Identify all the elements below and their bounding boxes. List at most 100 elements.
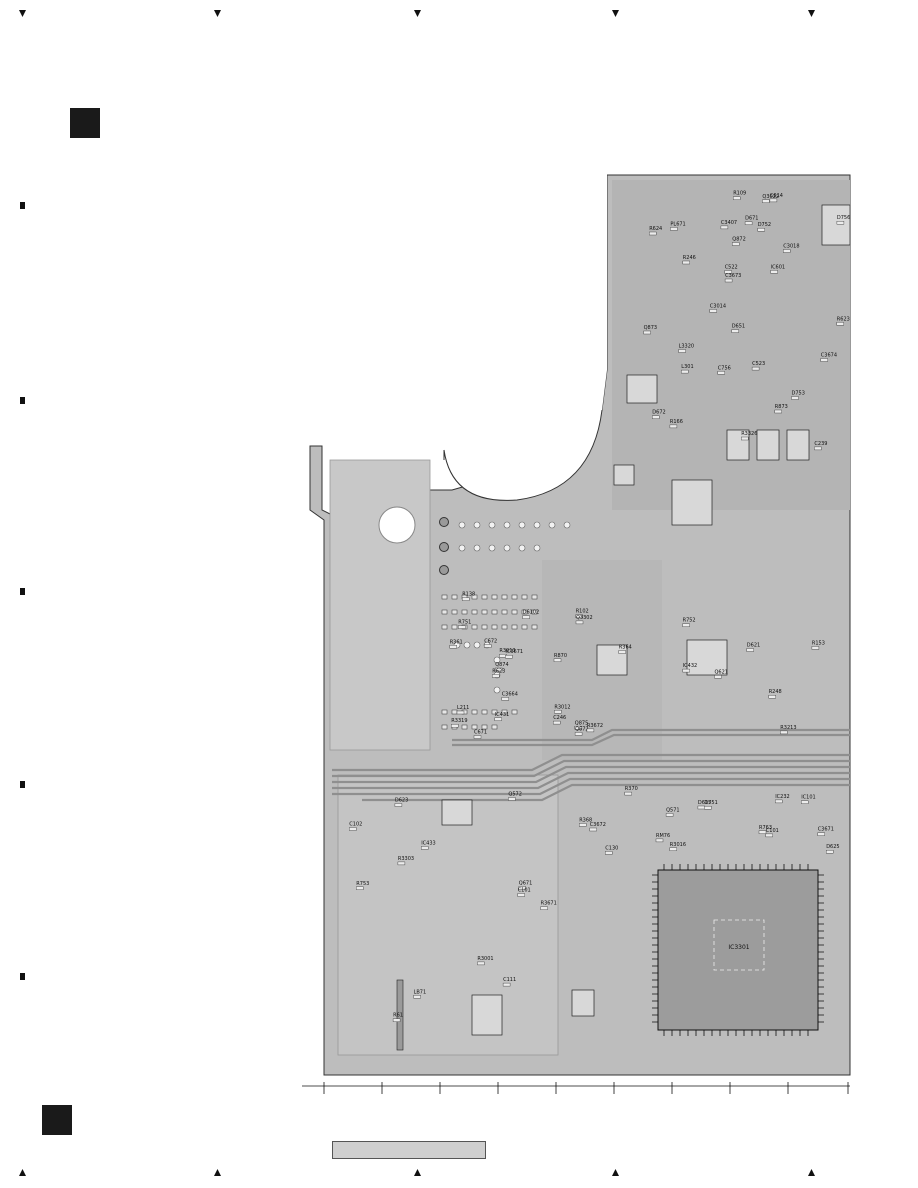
component-pad <box>575 620 584 625</box>
top-tick-2 <box>214 10 221 17</box>
component-pad <box>681 369 689 374</box>
component-label: R3671 <box>541 901 557 907</box>
component-label: R61 <box>393 1013 403 1019</box>
component-pad <box>618 650 626 654</box>
component-label: R3012 <box>554 704 570 710</box>
component-pad <box>649 231 657 236</box>
component-pad <box>768 695 776 699</box>
component-label: C111 <box>503 977 516 983</box>
board-cutout <box>444 170 607 501</box>
component-pad <box>720 225 729 230</box>
component-label: D651 <box>732 324 745 330</box>
component-label: IC432 <box>683 663 698 669</box>
frame-marker-b <box>20 397 25 404</box>
component-label: R361 <box>450 639 463 645</box>
component-label: R364 <box>619 645 632 651</box>
component-pad <box>575 614 583 618</box>
component-label: R3016 <box>670 842 686 848</box>
via-row <box>453 521 571 694</box>
component-label: C3673 <box>725 273 741 279</box>
component-pad <box>717 371 725 375</box>
component-pad <box>451 724 459 728</box>
section-marker-bottom <box>42 1105 72 1135</box>
frame-marker-a <box>20 202 25 209</box>
component-pad <box>770 270 778 274</box>
component-label: C130 <box>605 845 618 851</box>
bottom-tick-1 <box>19 1169 26 1176</box>
component-pad <box>508 797 516 801</box>
component-label: D623 <box>395 798 408 804</box>
component-label: D753 <box>792 391 805 397</box>
component-pad <box>836 322 844 326</box>
component-label: C522 <box>725 265 738 271</box>
component-pad <box>574 726 582 730</box>
component-pad <box>704 806 712 810</box>
component-label: R624 <box>649 226 662 232</box>
component-pad <box>820 358 828 362</box>
component-pad <box>791 396 799 400</box>
component-pad <box>731 329 739 333</box>
bottom-tick-5 <box>808 1169 815 1176</box>
component-pad <box>652 415 660 419</box>
component-label: Q621 <box>715 669 728 675</box>
component-label: C3018 <box>783 244 799 250</box>
component-label: R870 <box>554 653 567 659</box>
pcb-svg: IC3301 Q872Q873Q874Q875Q671RM76C614D651D… <box>302 170 851 1094</box>
component-label: R752 <box>683 618 696 624</box>
component-label: Q872 <box>732 237 745 243</box>
component-label: R3303 <box>398 856 414 862</box>
component-pad <box>554 710 562 714</box>
component-label: Q671 <box>519 881 532 887</box>
component-pad <box>775 799 783 804</box>
bottom-tick-3 <box>414 1169 421 1176</box>
component-label: L3320 <box>679 344 695 350</box>
component-label: C246 <box>553 715 566 721</box>
component-label: C102 <box>349 822 362 828</box>
section-marker-top <box>70 108 100 138</box>
component-label: C3407 <box>721 220 737 226</box>
component-label: C614 <box>770 193 783 199</box>
component-pad <box>540 906 548 910</box>
component-label: C756 <box>718 365 731 371</box>
component-pad <box>746 648 754 652</box>
component-label: R623 <box>837 316 850 322</box>
main-ic-pins <box>652 864 824 1036</box>
bus-traces <box>332 728 850 802</box>
frame-marker-e <box>20 973 25 980</box>
component-pad <box>732 242 740 246</box>
component-label: IC431 <box>495 712 510 718</box>
component-pad <box>709 309 717 313</box>
component-pad <box>394 803 403 807</box>
component-label: R623 <box>492 669 505 675</box>
component-pad <box>456 710 465 715</box>
component-pad <box>826 850 834 854</box>
component-label: C3671 <box>818 827 834 833</box>
component-pad <box>714 675 722 679</box>
component-label: IC232 <box>775 794 790 800</box>
component-pad <box>814 446 822 451</box>
component-label: C671 <box>474 730 487 736</box>
small-ics <box>441 204 851 1036</box>
component-pad <box>461 597 470 601</box>
component-label: IC101 <box>801 795 816 801</box>
component-label: R873 <box>775 404 788 410</box>
component-pad <box>397 861 406 866</box>
component-pad <box>483 644 492 648</box>
component-label: D6102 <box>523 610 540 616</box>
component-pad <box>665 813 674 817</box>
component-label: R166 <box>670 419 683 425</box>
component-pad <box>449 645 457 649</box>
component-pad <box>817 832 825 836</box>
bottom-ruler <box>302 1082 850 1094</box>
bottom-tick-4 <box>612 1169 619 1176</box>
component-label: R3001 <box>477 956 493 962</box>
component-label: D752 <box>758 222 771 228</box>
component-pad <box>501 697 509 701</box>
component-label: PL671 <box>670 221 685 227</box>
component-pad <box>783 249 791 253</box>
component-pad <box>605 851 613 855</box>
component-label: R753 <box>356 881 369 887</box>
component-pad <box>836 221 845 225</box>
component-pad <box>762 199 770 203</box>
component-pad <box>780 730 788 735</box>
